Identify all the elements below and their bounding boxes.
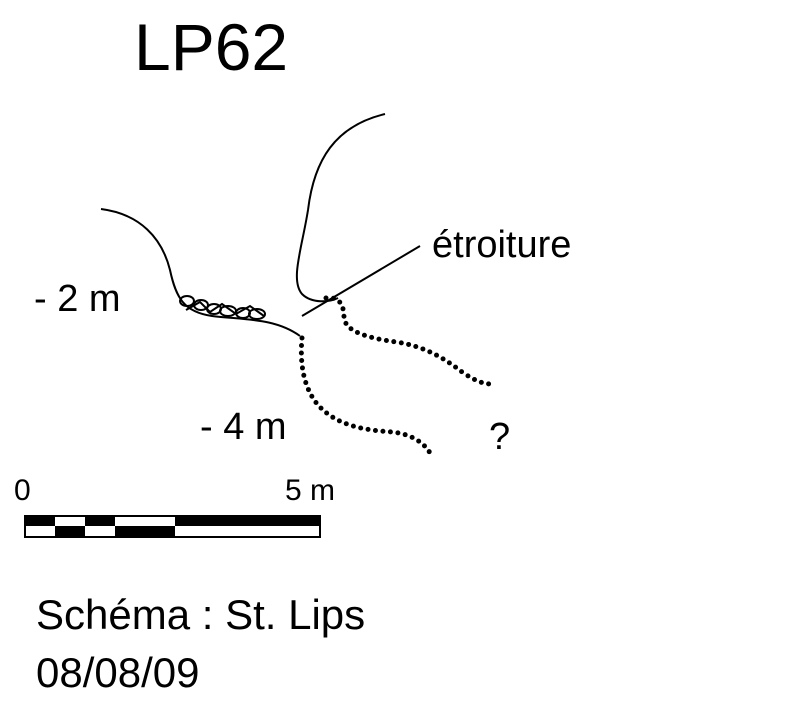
author-credit: Schéma : St. Lips: [36, 591, 366, 638]
scale-segment: [85, 516, 115, 526]
narrowing-leader-line: [301, 245, 421, 317]
scale-segment: [55, 526, 85, 537]
dotted-passage-right: [323, 295, 495, 387]
narrowing-label: étroiture: [432, 224, 572, 266]
depth-label-upper: - 2 m: [34, 278, 121, 320]
boulder-choke: [179, 295, 266, 320]
passage-wall-upper: [100, 208, 301, 337]
scale-bar: [24, 515, 321, 538]
passage-wall-right: [295, 113, 386, 303]
survey-title: LP62: [134, 10, 289, 84]
scale-segment: [115, 526, 175, 537]
survey-date: 08/08/09: [36, 649, 200, 696]
dotted-passage-lower: [298, 335, 434, 458]
scale-end-label: 5 m: [285, 474, 336, 507]
scale-start-label: 0: [14, 474, 31, 507]
scale-segment: [175, 516, 320, 526]
unexplored-marker: ?: [489, 416, 511, 458]
depth-label-lower: - 4 m: [200, 406, 287, 448]
scale-segment: [25, 516, 55, 526]
